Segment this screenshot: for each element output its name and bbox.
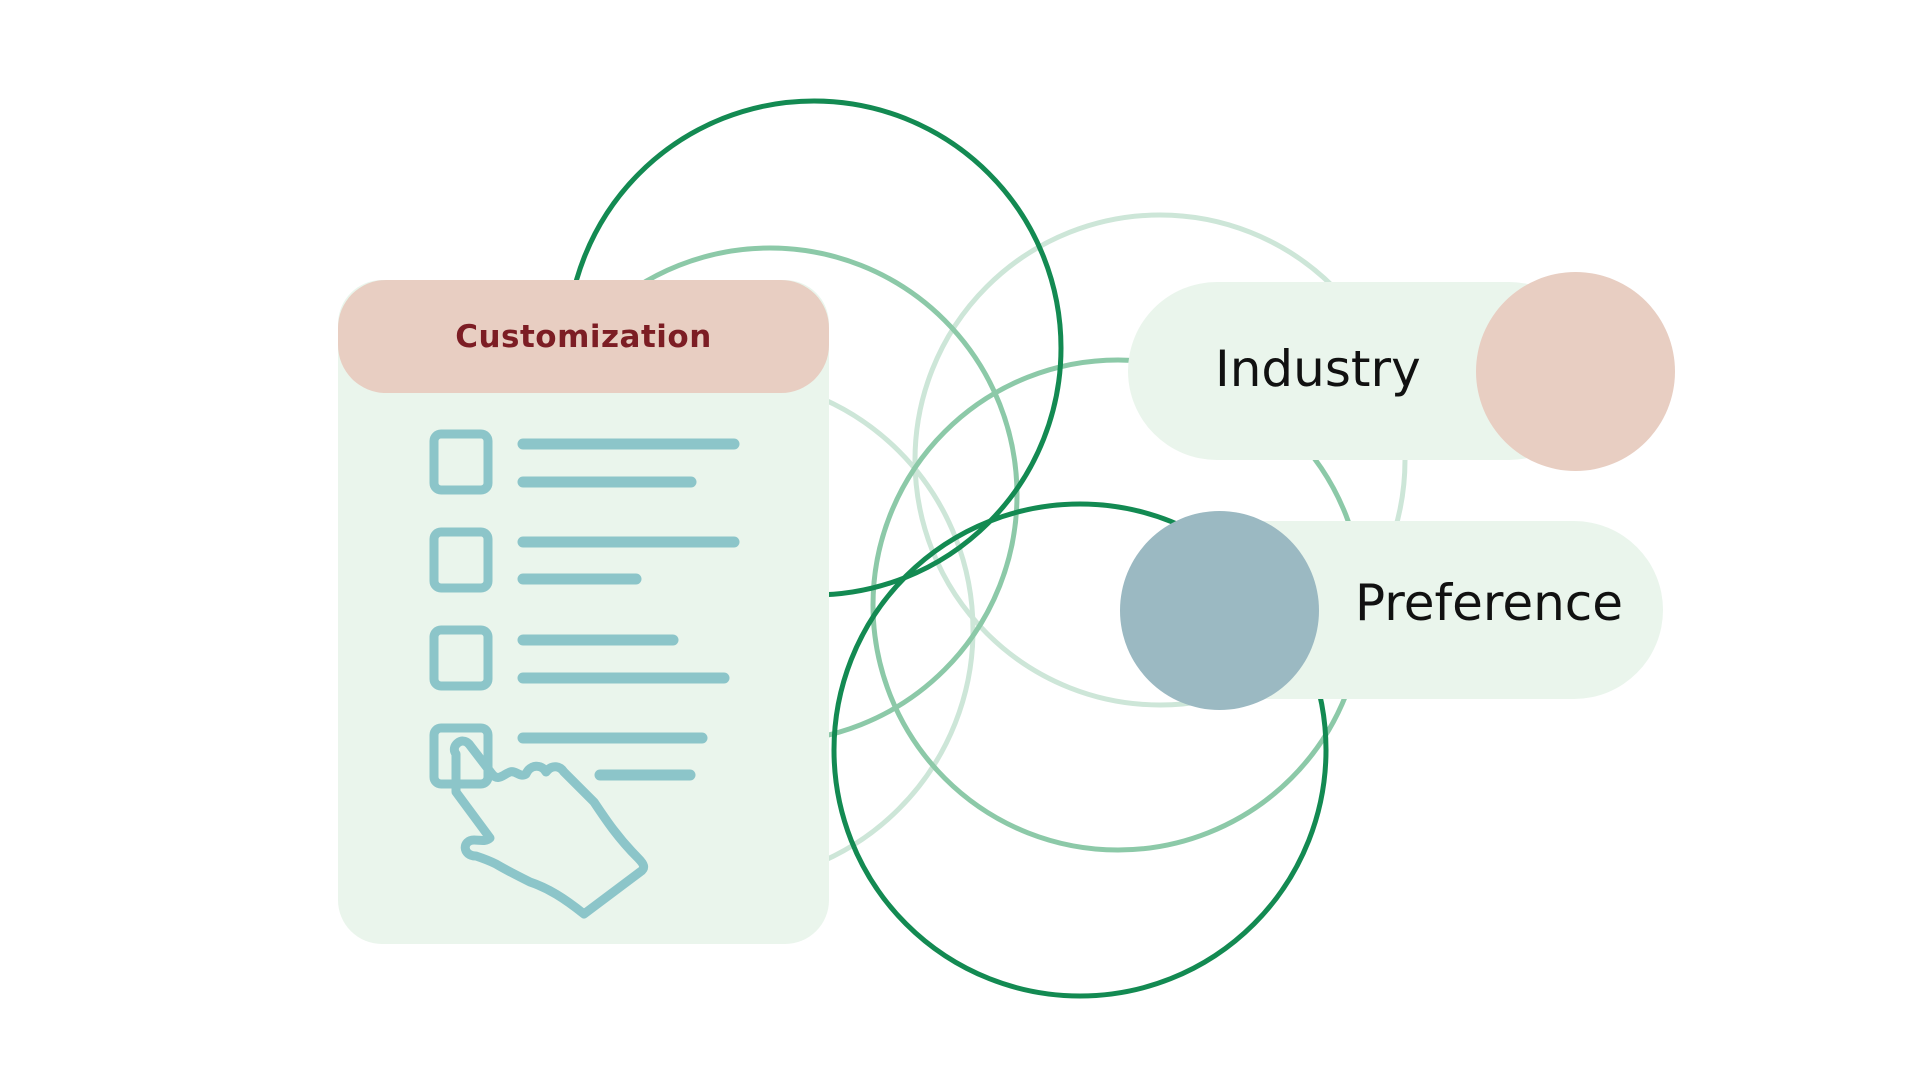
ring-dark-bottom	[831, 501, 1329, 999]
industry-label: Industry	[1215, 340, 1421, 398]
industry-dot	[1476, 272, 1675, 471]
preference-label: Preference	[1355, 574, 1624, 632]
checkbox-icon	[429, 625, 493, 691]
checkbox-icon	[429, 723, 493, 789]
checkbox-icon	[429, 527, 493, 593]
checklist-with-pointing-hand-icon	[429, 429, 740, 919]
pointing-hand-icon	[450, 736, 649, 919]
preference-dot	[1120, 511, 1319, 710]
card-title: Customization	[455, 318, 712, 355]
customization-card: Customization	[338, 280, 829, 944]
card-header: Customization	[338, 280, 829, 393]
checkbox-icon	[429, 429, 493, 495]
ring-light-right	[912, 212, 1408, 708]
